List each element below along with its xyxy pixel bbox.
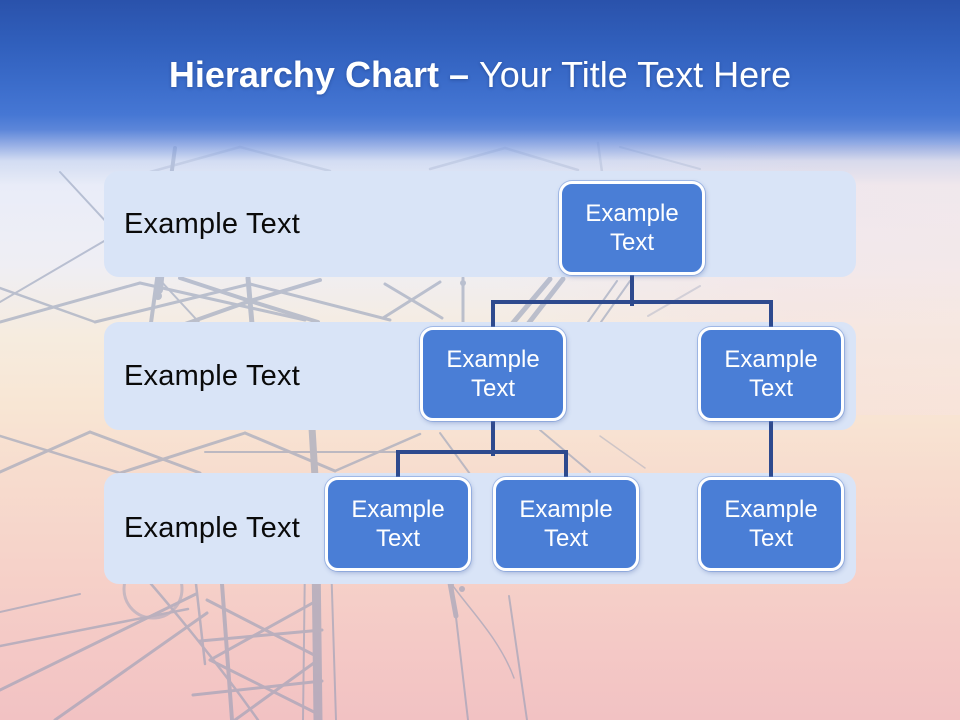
row-label-level-2[interactable]: Example Text [124, 359, 300, 392]
node-child-left[interactable]: Example Text [420, 327, 566, 421]
title-separator: – [448, 54, 469, 95]
node-grandchild-1[interactable]: Example Text [325, 477, 471, 571]
node-root[interactable]: Example Text [559, 181, 705, 275]
node-child-right[interactable]: Example Text [698, 327, 844, 421]
node-grandchild-2[interactable]: Example Text [493, 477, 639, 571]
row-label-level-3[interactable]: Example Text [124, 512, 300, 544]
title-regular-text: Your Title Text Here [478, 54, 792, 95]
title-bold-text: Hierarchy Chart [168, 54, 439, 95]
row-band-level-1[interactable]: Example Text [104, 171, 856, 277]
row-label-level-1[interactable]: Example Text [124, 207, 300, 240]
node-grandchild-3[interactable]: Example Text [698, 477, 844, 571]
slide-title[interactable]: Hierarchy Chart–Your Title Text Here [0, 52, 960, 98]
